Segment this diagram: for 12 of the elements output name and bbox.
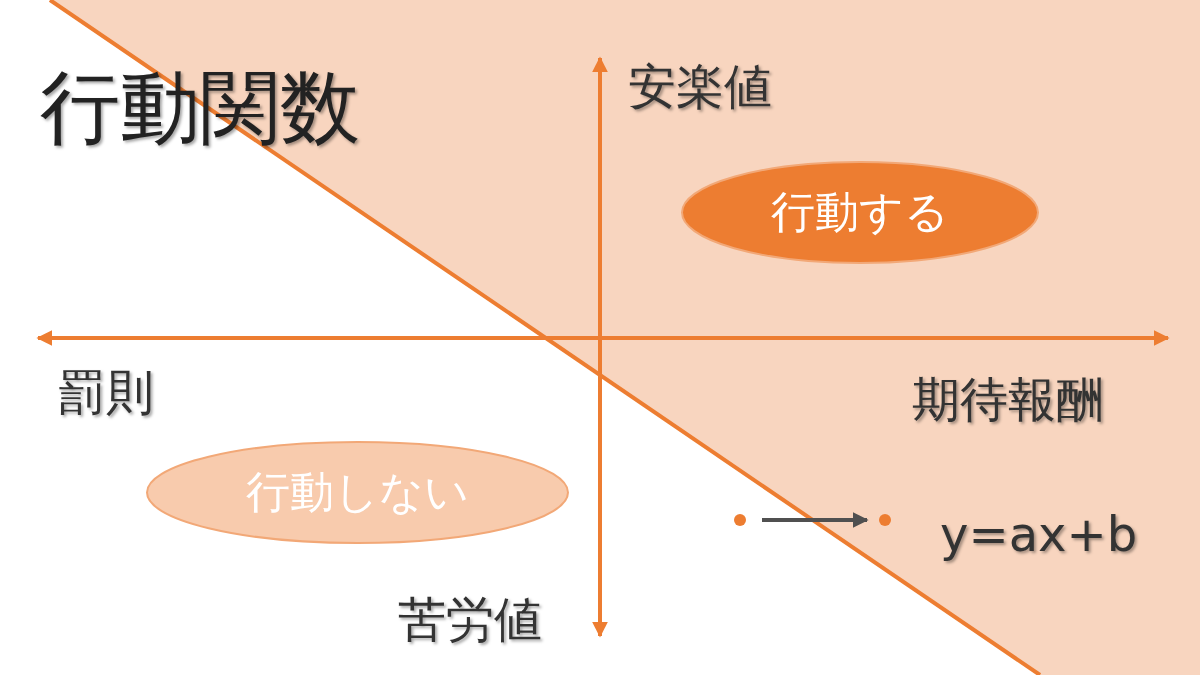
node-text: 行動しない (246, 465, 469, 519)
dot-marker (732, 512, 748, 528)
node-text: 行動する (771, 185, 949, 239)
axis-label: 罰則 (58, 368, 154, 416)
axis-label: 苦労値 (398, 595, 542, 643)
dot-marker (877, 512, 893, 528)
title: 行動関数 (40, 68, 360, 148)
axis-label: 安楽値 (628, 62, 772, 110)
ellipse-node (145, 440, 570, 545)
ellipse-node (680, 160, 1040, 265)
arrow (762, 512, 869, 528)
axis-label: 期待報酬 (912, 375, 1104, 423)
